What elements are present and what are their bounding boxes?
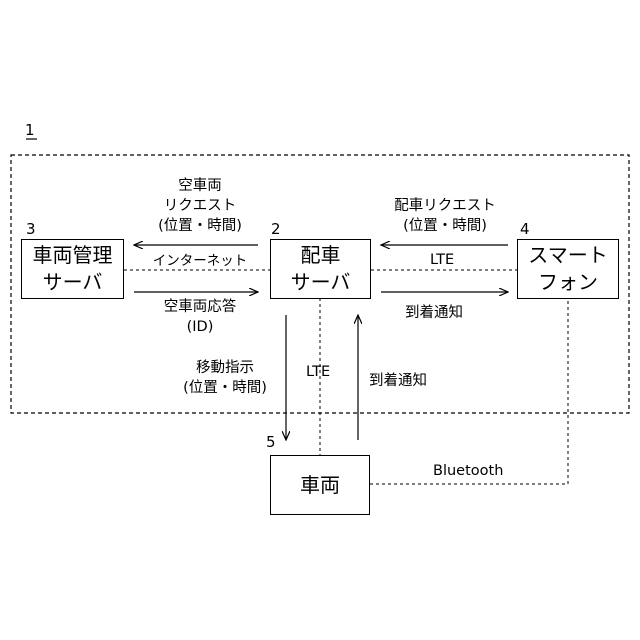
label-line1: 移動指示 — [170, 358, 280, 378]
node-label-line1: 配車 — [301, 242, 341, 269]
node-vehicle-mgmt-server: 車両管理 サーバ — [21, 239, 124, 299]
label-line2: (位置・時間) — [170, 378, 280, 398]
label-internet: インターネット — [138, 251, 262, 271]
label-lte-phone: LTE — [430, 250, 454, 270]
label-vacant-request: 空車両 リクエスト (位置・時間) — [138, 176, 262, 236]
node-number-5: 5 — [266, 433, 276, 451]
node-number-3: 3 — [26, 220, 36, 238]
label-vacant-response: 空車両応答 (ID) — [138, 297, 262, 337]
label-line1: 空車両応答 — [138, 297, 262, 317]
label-line2: (ID) — [138, 317, 262, 337]
node-number-4: 4 — [520, 220, 530, 238]
line-bluetooth — [370, 300, 568, 484]
label-line2: リクエスト — [138, 196, 262, 216]
label-arrival-phone: 到着通知 — [405, 303, 463, 323]
label-line1: 空車両 — [138, 176, 262, 196]
node-number-2: 2 — [271, 220, 281, 238]
label-lte-vehicle: LTE — [306, 362, 330, 382]
node-label-line2: サーバ — [43, 269, 103, 296]
label-move-instruction: 移動指示 (位置・時間) — [170, 358, 280, 398]
node-label-line2: サーバ — [291, 269, 351, 296]
node-smartphone: スマート フォン — [517, 239, 619, 299]
node-label-line1: 車両管理 — [33, 242, 113, 269]
figure-number: 1 — [25, 121, 35, 139]
label-bluetooth: Bluetooth — [433, 461, 503, 481]
node-label-line2: フォン — [538, 269, 598, 296]
node-dispatch-server: 配車 サーバ — [270, 239, 371, 299]
label-arrival-vehicle: 到着通知 — [369, 371, 427, 391]
node-vehicle: 車両 — [270, 455, 370, 515]
node-label: 車両 — [300, 472, 340, 499]
label-line3: (位置・時間) — [138, 216, 262, 236]
node-label-line1: スマート — [528, 242, 607, 269]
label-dispatch-request: 配車リクエスト (位置・時間) — [383, 196, 507, 236]
label-line1: 配車リクエスト — [383, 196, 507, 216]
label-line2: (位置・時間) — [383, 216, 507, 236]
